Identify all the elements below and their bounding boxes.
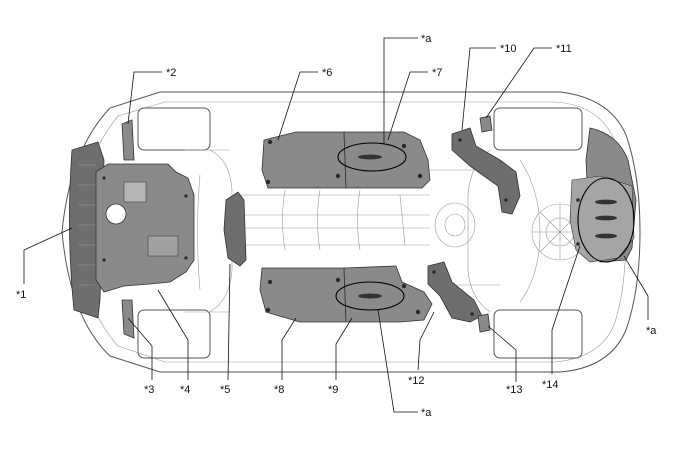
label-part-14: *14 (542, 379, 559, 391)
label-part-1: *1 (16, 289, 26, 301)
part-12-rear-bracket-lower (427, 261, 483, 323)
front-left-wheel (137, 107, 211, 151)
part-4-engine-under-cover (95, 163, 195, 293)
part-3-bracket (121, 299, 135, 339)
part-6-floor-cover-upper (261, 131, 347, 189)
part-1-front-cover (69, 141, 105, 319)
label-part-6: *6 (322, 67, 332, 79)
label-part-11: *11 (556, 43, 572, 55)
part-14-rear-under-cover (569, 127, 637, 263)
label-part-2: *2 (166, 67, 176, 79)
label-detail-a-bottom: *a (421, 407, 432, 419)
leader-lines (23, 37, 649, 413)
label-part-5: *5 (220, 384, 230, 396)
part-13-rear-clip (477, 313, 491, 333)
part-11-rear-clip (479, 115, 493, 133)
part-2-bracket (121, 119, 135, 161)
part-9-floor-cover-lower-rear (335, 265, 433, 323)
label-part-9: *9 (328, 384, 338, 396)
label-part-10: *10 (500, 43, 517, 55)
part-7-floor-cover-upper-rear (337, 131, 431, 189)
callout-labels: *1 *2 *3 *4 *5 *6 *7 *8 *9 *10 *11 *12 *… (16, 33, 657, 419)
part-8-floor-cover-lower (259, 267, 347, 323)
label-part-13: *13 (506, 384, 523, 396)
part-5-center-cover (223, 191, 247, 267)
label-detail-a-right: *a (646, 325, 657, 337)
rear-left-wheel (493, 107, 583, 151)
label-part-12: *12 (408, 375, 425, 387)
label-detail-a-top: *a (421, 33, 432, 45)
label-part-3: *3 (144, 384, 154, 396)
label-part-4: *4 (180, 384, 190, 396)
label-part-8: *8 (274, 384, 284, 396)
front-right-wheel (137, 309, 211, 359)
label-part-7: *7 (432, 67, 442, 79)
rear-right-wheel (493, 309, 583, 359)
part-10-rear-bracket-upper (451, 127, 521, 215)
